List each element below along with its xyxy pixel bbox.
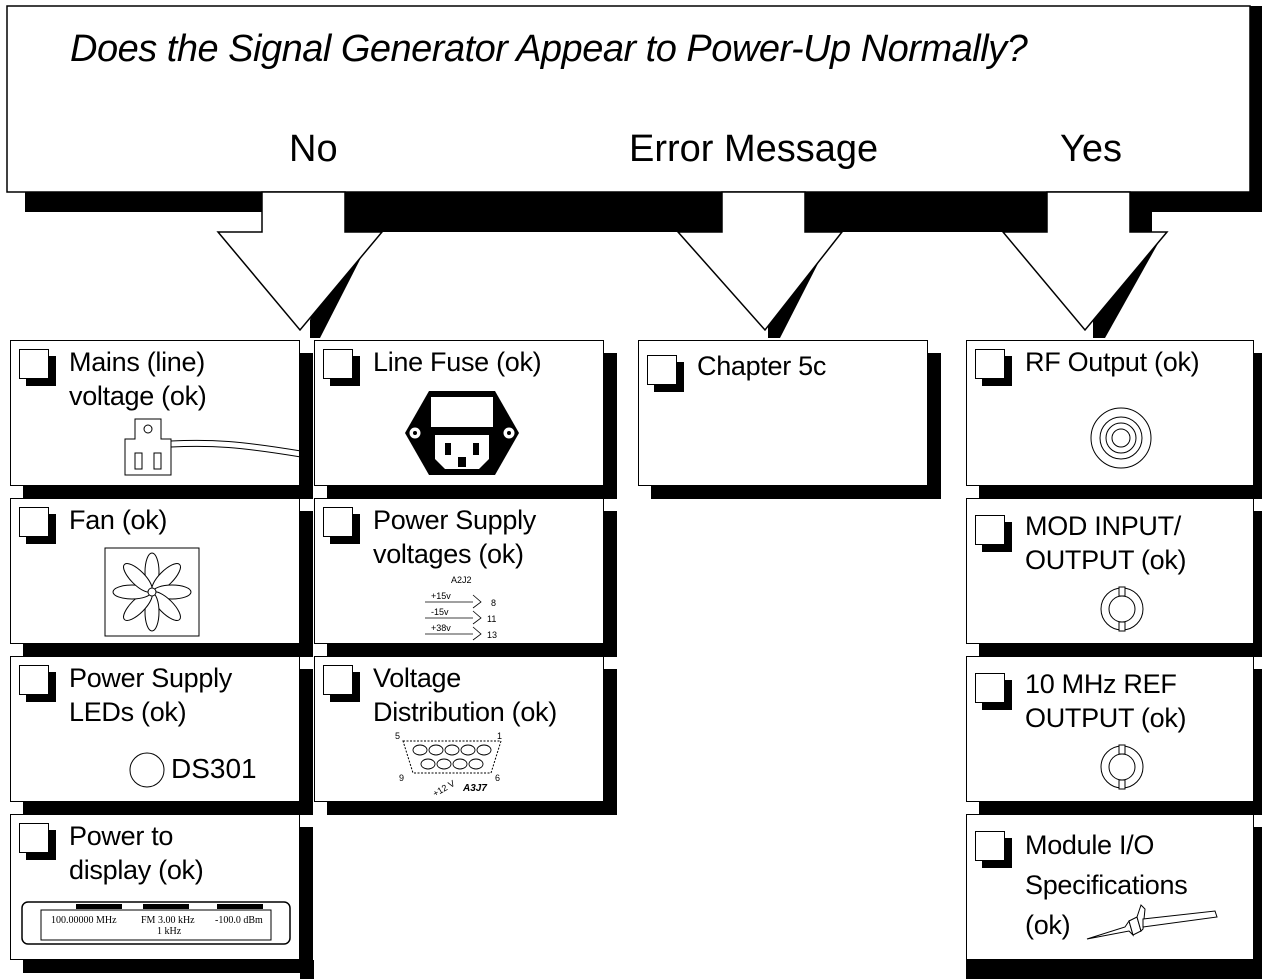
checkbox[interactable] [323, 507, 353, 537]
pinout-pin-3: 13 [487, 630, 497, 640]
question-title: Does the Signal Generator Appear to Powe… [70, 28, 1028, 70]
checkbox[interactable] [323, 665, 353, 695]
display-amplitude: -100.0 dBm [215, 915, 263, 926]
rf-connector-icon [1090, 407, 1152, 469]
checkbox[interactable] [975, 831, 1005, 861]
item-label: Mains (line) voltage (ok) [69, 347, 207, 411]
bnc-connector-icon [1100, 586, 1144, 632]
pinout-voltage-2: -15v [431, 607, 449, 617]
check-item-module-io-specifications[interactable]: Module I/O Specifications (ok) [966, 814, 1254, 960]
item-label: Module I/O Specifications (ok) [1025, 830, 1188, 940]
check-item-voltage-distribution[interactable]: Voltage Distribution (ok) 5 1 9 6 +12 V … [314, 656, 604, 802]
checkbox[interactable] [975, 349, 1005, 379]
led-icon [129, 752, 165, 788]
dsub-voltage: +12 V [431, 778, 457, 799]
pinout-voltage-3: +38v [431, 623, 451, 633]
checkbox[interactable] [19, 349, 49, 379]
error-arrow [676, 191, 844, 332]
yes-arrow [1001, 191, 1169, 332]
checkbox[interactable] [19, 507, 49, 537]
dsub-connector-icon: 5 1 9 6 +12 V A3J7 [395, 731, 502, 799]
display-modulation-rate: 1 kHz [157, 926, 182, 937]
check-item-chapter-5c[interactable]: Chapter 5c [638, 340, 928, 486]
item-label: Power Supply voltages (ok) [373, 505, 536, 569]
header-box [6, 5, 1251, 193]
check-item-power-to-display[interactable]: Power to display (ok) 100.00000 MHz FM 3… [10, 814, 300, 960]
display-modulation: FM 3.00 kHz [141, 915, 195, 926]
dsub-connector-label: A3J7 [462, 783, 487, 794]
fan-icon [104, 547, 200, 637]
no-to-error-bar [345, 210, 805, 232]
item-label: Power to display (ok) [69, 821, 204, 885]
check-item-mod-input-output[interactable]: MOD INPUT/ OUTPUT (ok) [966, 498, 1254, 644]
led-designator: DS301 [171, 753, 257, 784]
bnc-connector-icon [1100, 744, 1144, 790]
check-item-power-supply-leds[interactable]: Power Supply LEDs (ok) DS301 [10, 656, 300, 802]
item-label: 10 MHz REF OUTPUT (ok) [1025, 669, 1187, 733]
item-label: Chapter 5c [697, 351, 827, 381]
probe-icon [1086, 904, 1218, 940]
item-label: Fan (ok) [69, 505, 168, 535]
check-item-fan[interactable]: Fan (ok) [10, 498, 300, 644]
pinout-pin-2: 11 [487, 614, 496, 624]
check-item-mains-voltage[interactable]: Mains (line) voltage (ok) [10, 340, 301, 486]
connector-pinout-icon: A2J2 +15v 8 -15v 11 +38v 13 [425, 575, 497, 641]
branch-label-error: Error Message [629, 128, 879, 170]
check-item-power-supply-voltages[interactable]: Power Supply voltages (ok) A2J2 +15v 8 -… [314, 498, 604, 644]
power-plug-icon [124, 418, 301, 476]
dsub-pin-9: 9 [399, 773, 404, 783]
check-item-rf-output[interactable]: RF Output (ok) [966, 340, 1254, 486]
column-shadow [966, 960, 1262, 979]
item-label: Line Fuse (ok) [373, 347, 542, 377]
branch-label-yes: Yes [1060, 128, 1122, 170]
column-shadow [300, 960, 314, 979]
checkbox[interactable] [975, 673, 1005, 703]
check-item-10mhz-ref-output[interactable]: 10 MHz REF OUTPUT (ok) [966, 656, 1254, 802]
check-item-line-fuse[interactable]: Line Fuse (ok) [314, 340, 604, 486]
item-label: RF Output (ok) [1025, 347, 1200, 377]
pinout-voltage-1: +15v [431, 591, 451, 601]
item-label: MOD INPUT/ OUTPUT (ok) [1025, 511, 1187, 575]
display-frequency: 100.00000 MHz [51, 915, 117, 926]
yes-stem-bar [1130, 192, 1152, 232]
item-label: Voltage Distribution (ok) [373, 663, 557, 727]
dsub-pin-5: 5 [395, 731, 400, 741]
item-label: Power Supply LEDs (ok) [69, 663, 232, 727]
checkbox[interactable] [19, 665, 49, 695]
checkbox[interactable] [323, 349, 353, 379]
pinout-connector-label: A2J2 [451, 575, 472, 585]
dsub-pin-1: 1 [497, 731, 502, 741]
checkbox[interactable] [19, 823, 49, 853]
checkbox[interactable] [647, 355, 677, 385]
pinout-pin-1: 8 [491, 598, 496, 608]
dsub-pin-6: 6 [495, 773, 500, 783]
fuse-module-icon [405, 391, 519, 475]
display-panel-icon: 100.00000 MHz FM 3.00 kHz 1 kHz -100.0 d… [21, 901, 291, 945]
checkbox[interactable] [975, 515, 1005, 545]
no-arrow [216, 191, 384, 332]
branch-label-no: No [289, 128, 338, 170]
